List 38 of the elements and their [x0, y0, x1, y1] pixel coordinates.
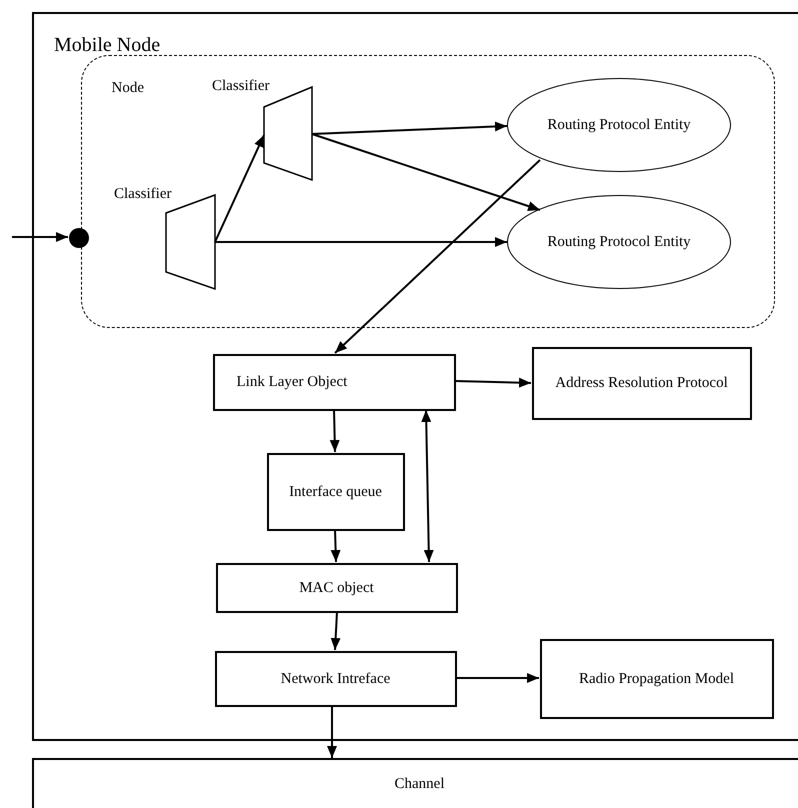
heading-label: Classifier — [212, 78, 270, 94]
arrow — [456, 673, 539, 683]
arrow — [327, 706, 337, 758]
heading-label: Mobile Node — [54, 34, 160, 56]
dashed-region — [80, 54, 774, 328]
junction-dot — [68, 228, 88, 248]
arrow — [334, 159, 541, 354]
arrow — [214, 134, 265, 242]
box-label: Address Resolution Protocol — [555, 374, 728, 393]
arrow — [421, 410, 434, 562]
process-box — [540, 638, 774, 718]
box-label: Routing Protocol Entity — [547, 233, 691, 252]
process-box — [214, 650, 456, 706]
process-box — [532, 346, 752, 420]
box-label: Interface queue — [289, 482, 382, 502]
process-box — [266, 452, 404, 530]
process-box — [212, 354, 456, 410]
box-label: Radio Propagation Model — [579, 670, 734, 688]
arrow — [454, 378, 532, 388]
heading-label: Channel — [394, 775, 446, 794]
heading-label: Node — [112, 80, 144, 96]
channel-box — [32, 758, 798, 808]
box-label: Link Layer Object — [236, 373, 348, 392]
box-label: Network Intreface — [280, 670, 390, 688]
arrow — [215, 237, 507, 247]
container-box — [32, 12, 798, 741]
process-box — [216, 562, 458, 612]
box-label: Routing Protocol Entity — [547, 116, 691, 135]
arrow — [12, 232, 68, 242]
arrow — [312, 122, 508, 135]
arrow — [330, 612, 341, 650]
arrow — [330, 410, 340, 452]
ellipse-node — [507, 195, 731, 289]
arrow — [312, 133, 540, 211]
heading-label: Classifier — [114, 186, 172, 202]
ellipse-node — [507, 78, 731, 172]
box-label: MAC object — [299, 578, 374, 598]
arrow — [330, 530, 341, 562]
